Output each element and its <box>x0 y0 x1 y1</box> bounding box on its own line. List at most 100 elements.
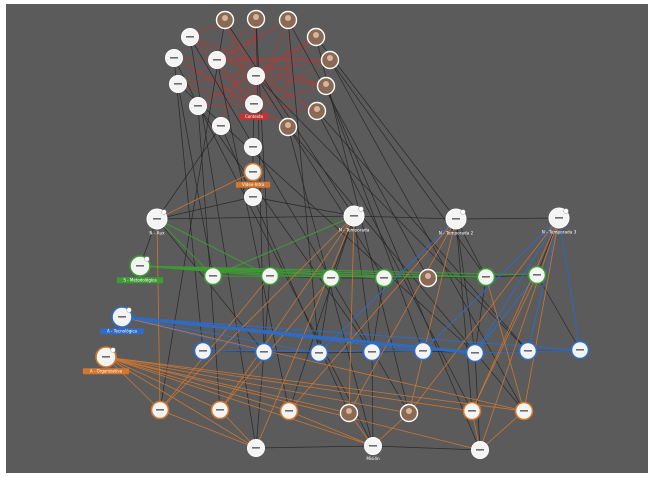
node-r10[interactable] <box>169 75 187 93</box>
edge-dark <box>315 36 457 220</box>
node-thumbnail-icon <box>471 352 479 354</box>
edge-orange <box>105 356 257 449</box>
node-o7[interactable] <box>514 401 534 421</box>
node-b4[interactable] <box>362 342 382 362</box>
avatar-face-icon <box>406 408 412 414</box>
edge-red <box>216 18 257 61</box>
edge-dark <box>287 126 525 412</box>
node-v1[interactable] <box>244 138 262 156</box>
node-r0[interactable] <box>215 10 235 30</box>
node-thumbnail-icon <box>555 217 563 219</box>
node-r12[interactable] <box>181 28 199 46</box>
edge-green <box>156 218 214 277</box>
edge-orange <box>408 218 457 414</box>
node-b6[interactable] <box>465 343 485 363</box>
edge-red <box>253 103 318 112</box>
node-o6[interactable] <box>462 401 482 421</box>
node-k2[interactable]: Misión <box>364 437 382 462</box>
node-o1[interactable] <box>150 400 170 420</box>
node-r7[interactable] <box>278 117 298 137</box>
node-n2[interactable]: N - Temporada <box>339 205 370 233</box>
node-label-tag <box>82 368 130 375</box>
node-r11[interactable] <box>165 49 183 67</box>
node-r4[interactable] <box>320 50 340 70</box>
edge-red <box>224 19 255 105</box>
node-r6[interactable] <box>307 101 327 121</box>
edge-dark <box>197 105 373 353</box>
edge-dark <box>255 18 271 277</box>
node-label-tag <box>100 328 144 335</box>
node-b0[interactable]: A - Tecnológica <box>100 306 144 335</box>
edge-green <box>212 275 487 278</box>
node-v2[interactable]: Vídeo-Intro <box>235 162 271 188</box>
edge-red <box>255 75 327 87</box>
node-g6[interactable] <box>476 267 496 287</box>
node-o0[interactable]: A - Organizativa <box>82 346 130 375</box>
node-k1[interactable] <box>247 439 265 457</box>
node-o5[interactable] <box>399 403 419 423</box>
node-b5[interactable] <box>413 341 433 361</box>
node-r5[interactable] <box>316 76 336 96</box>
node-r8[interactable] <box>212 117 230 135</box>
node-r3[interactable] <box>306 27 326 47</box>
edge-dark <box>318 277 332 354</box>
node-r14[interactable] <box>247 67 265 85</box>
node-badge-icon <box>161 209 167 215</box>
avatar-face-icon <box>285 122 291 128</box>
edge-dark <box>316 110 529 352</box>
node-g4[interactable] <box>374 268 394 288</box>
edge-dark <box>287 19 429 279</box>
avatar-face-icon <box>346 408 352 414</box>
node-thumbnail-icon <box>186 36 194 38</box>
edge-dark <box>197 105 221 411</box>
edge-orange <box>105 356 161 411</box>
node-b7[interactable] <box>518 341 538 361</box>
edge-dark <box>455 217 560 220</box>
node-thumbnail-icon <box>524 350 532 352</box>
node-label: Contexto <box>245 114 264 119</box>
node-g7[interactable] <box>527 265 547 285</box>
edge-orange <box>523 217 560 412</box>
node-g2[interactable] <box>260 266 280 286</box>
avatar-face-icon <box>222 15 228 21</box>
node-thumbnail-icon <box>468 410 476 412</box>
edge-orange <box>479 410 525 451</box>
edge-orange <box>105 356 290 412</box>
edge-dark <box>255 445 374 449</box>
node-k3[interactable] <box>471 441 489 459</box>
node-b1[interactable] <box>193 341 213 361</box>
node-o4[interactable] <box>339 403 359 423</box>
node-n4[interactable]: N - Temporada 3 <box>542 207 577 235</box>
node-r2[interactable] <box>278 10 298 30</box>
node-r9[interactable] <box>189 97 207 115</box>
edge-dark <box>371 351 374 447</box>
edge-orange <box>288 410 374 447</box>
node-thumbnail-icon <box>419 350 427 352</box>
node-g1[interactable] <box>203 266 223 286</box>
node-r1[interactable] <box>246 9 266 29</box>
edge-dark <box>288 215 355 412</box>
node-r13[interactable] <box>208 51 226 69</box>
edge-green <box>139 265 538 276</box>
node-g0[interactable]: S - Metodológica <box>116 255 164 284</box>
node-thumbnail-icon <box>136 265 144 267</box>
edge-orange <box>471 217 560 412</box>
node-o3[interactable] <box>279 401 299 421</box>
node-badge-icon <box>126 307 132 313</box>
edge-red <box>173 57 289 128</box>
node-b2[interactable] <box>254 342 274 362</box>
node-thumbnail-icon <box>194 105 202 107</box>
edge-dark <box>455 218 487 278</box>
node-o2[interactable] <box>210 400 230 420</box>
node-b8[interactable] <box>570 340 590 360</box>
node-thumbnail-icon <box>118 316 126 318</box>
node-v3[interactable] <box>244 188 262 206</box>
node-g5[interactable] <box>418 268 438 288</box>
node-thumbnail-icon <box>217 125 225 127</box>
node-g3[interactable] <box>321 268 341 288</box>
node-b3[interactable] <box>309 343 329 363</box>
node-rc[interactable]: Contexto <box>240 95 268 120</box>
node-n3[interactable]: N - Temporada 2 <box>439 208 474 236</box>
node-n1[interactable]: N - Aux <box>146 208 168 236</box>
